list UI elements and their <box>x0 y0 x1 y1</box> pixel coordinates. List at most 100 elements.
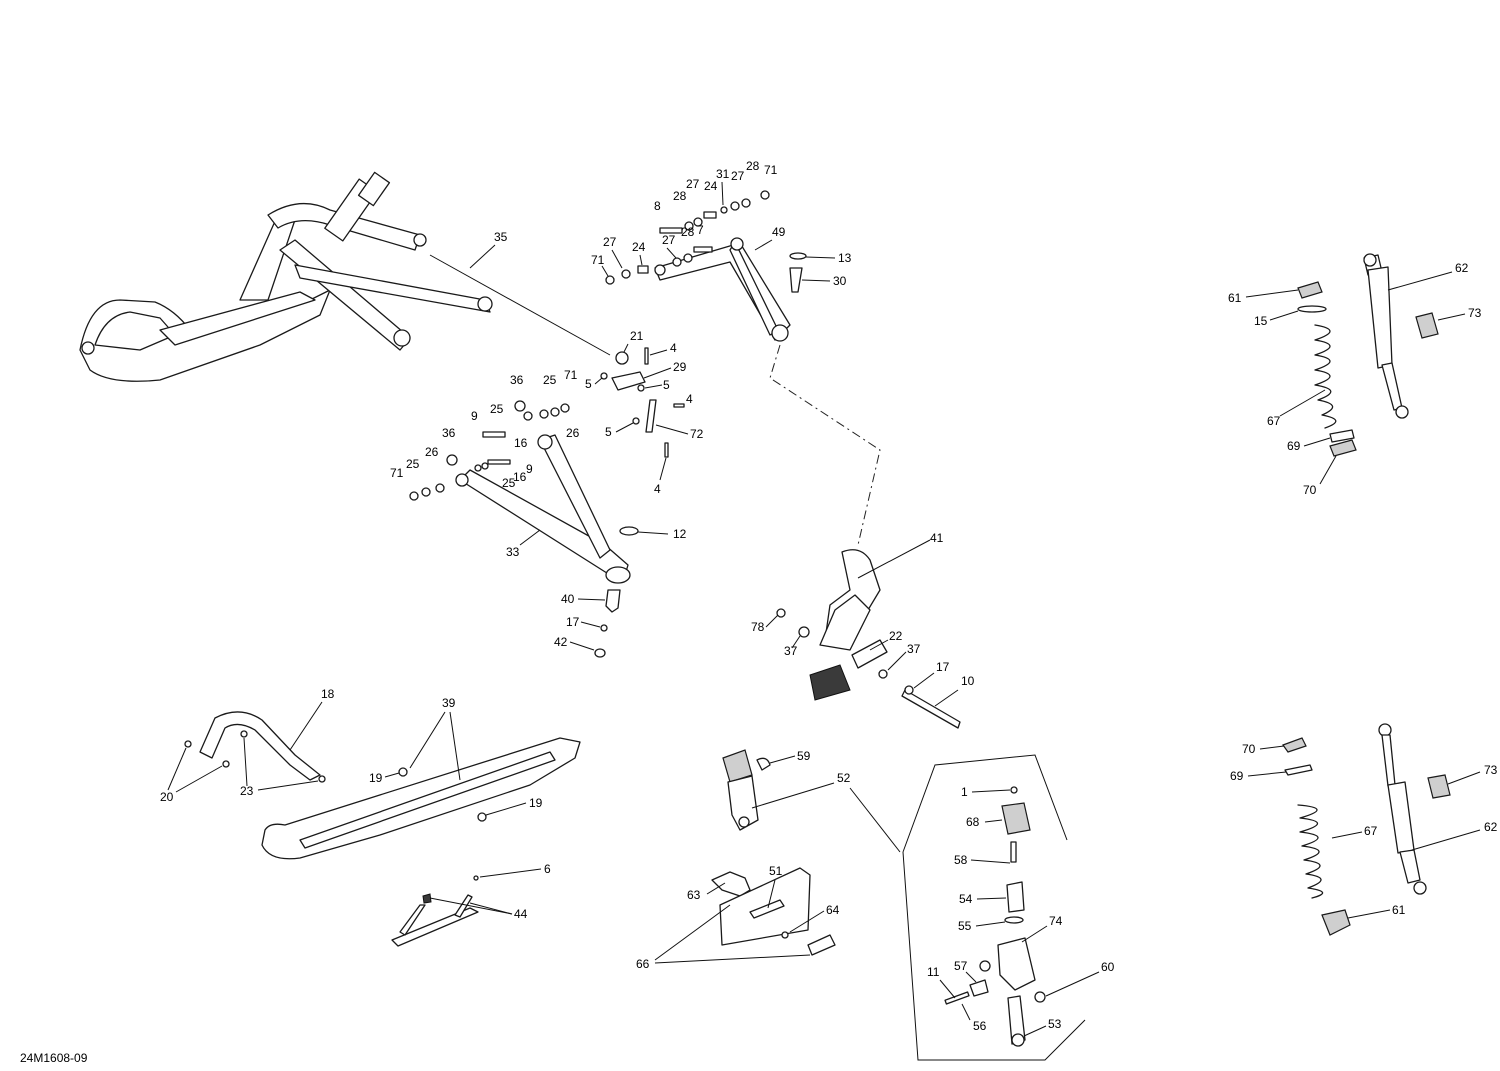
callout-36: 36 <box>442 426 456 440</box>
callout-7: 7 <box>697 223 704 237</box>
callout-5: 5 <box>585 377 592 391</box>
callout-41: 41 <box>930 531 944 545</box>
callout-25: 25 <box>543 373 557 387</box>
callout-24: 24 <box>632 240 646 254</box>
shock-assembly-upper <box>1297 253 1439 457</box>
callout-21: 21 <box>630 329 644 343</box>
callout-17: 17 <box>566 615 580 629</box>
callout-69: 69 <box>1230 769 1244 783</box>
document-id: 24M1608-09 <box>20 1051 88 1065</box>
callout-28: 28 <box>673 189 687 203</box>
upper-arm-hardware <box>605 190 770 285</box>
callout-19: 19 <box>529 796 543 810</box>
exploded-damper-stack <box>944 786 1046 1047</box>
callout-60: 60 <box>1101 960 1115 974</box>
callout-71: 71 <box>591 253 605 267</box>
callout-59: 59 <box>797 749 811 763</box>
callout-54: 54 <box>959 892 973 906</box>
callout-44: 44 <box>514 907 528 921</box>
callout-5: 5 <box>605 425 612 439</box>
callout-12: 12 <box>673 527 687 541</box>
callout-73: 73 <box>1468 306 1482 320</box>
callout-62: 62 <box>1484 820 1498 834</box>
callout-49: 49 <box>772 225 786 239</box>
callout-64: 64 <box>826 903 840 917</box>
callout-27: 27 <box>686 177 700 191</box>
callout-16: 16 <box>514 436 528 450</box>
callout-1: 1 <box>961 785 968 799</box>
callout-70: 70 <box>1242 742 1256 756</box>
callout-5: 5 <box>663 378 670 392</box>
callout-22: 22 <box>889 629 903 643</box>
callout-25: 25 <box>490 402 504 416</box>
callout-11: 11 <box>927 965 940 979</box>
callout-17: 17 <box>936 660 950 674</box>
callout-58: 58 <box>954 853 968 867</box>
callout-56: 56 <box>973 1019 987 1033</box>
upper-a-arm <box>654 237 791 342</box>
callout-8: 8 <box>654 199 661 213</box>
callout-19: 19 <box>369 771 383 785</box>
lower-arm-hardware <box>409 400 570 501</box>
callout-36: 36 <box>510 373 524 387</box>
callout-27: 27 <box>603 235 617 249</box>
callout-30: 30 <box>833 274 847 288</box>
callout-27: 27 <box>731 169 745 183</box>
callout-51: 51 <box>769 864 783 878</box>
callout-9: 9 <box>526 462 533 476</box>
sway-bar-links <box>600 347 685 458</box>
callout-67: 67 <box>1267 414 1281 428</box>
callout-24: 24 <box>704 179 718 193</box>
callout-71: 71 <box>390 466 404 480</box>
callout-71: 71 <box>764 163 778 177</box>
callout-78: 78 <box>751 620 765 634</box>
callout-6: 6 <box>544 862 551 876</box>
callout-35: 35 <box>494 230 508 244</box>
callout-61: 61 <box>1228 291 1242 305</box>
callout-16: 16 <box>513 470 527 484</box>
callout-42: 42 <box>554 635 568 649</box>
callout-15: 15 <box>1254 314 1268 328</box>
callout-20: 20 <box>160 790 174 804</box>
callout-63: 63 <box>687 888 701 902</box>
callout-55: 55 <box>958 919 972 933</box>
callout-29: 29 <box>673 360 687 374</box>
lower-a-arm <box>455 434 631 584</box>
damper-housing-and-plates <box>711 749 836 956</box>
callout-40: 40 <box>561 592 575 606</box>
callout-28: 28 <box>746 159 760 173</box>
spindle-assembly <box>776 549 961 729</box>
callout-53: 53 <box>1048 1017 1062 1031</box>
callout-71: 71 <box>564 368 578 382</box>
callout-26: 26 <box>425 445 439 459</box>
callout-66: 66 <box>636 957 650 971</box>
callout-4: 4 <box>654 482 661 496</box>
callout-57: 57 <box>954 959 968 973</box>
callout-37: 37 <box>784 644 798 658</box>
callout-26: 26 <box>566 426 580 440</box>
callout-23: 23 <box>240 784 254 798</box>
callout-67: 67 <box>1364 824 1378 838</box>
shock-assembly-lower <box>1282 723 1451 936</box>
callout-72: 72 <box>690 427 704 441</box>
callout-69: 69 <box>1287 439 1301 453</box>
callout-31: 31 <box>716 167 730 181</box>
callout-9: 9 <box>471 409 478 423</box>
callout-70: 70 <box>1303 483 1317 497</box>
callout-61: 61 <box>1392 903 1406 917</box>
callout-4: 4 <box>686 392 693 406</box>
callout-73: 73 <box>1484 763 1498 777</box>
callout-28: 28 <box>681 225 695 239</box>
callout-74: 74 <box>1049 914 1063 928</box>
callout-33: 33 <box>506 545 520 559</box>
callout-10: 10 <box>961 674 975 688</box>
callout-25: 25 <box>406 457 420 471</box>
callout-13: 13 <box>838 251 852 265</box>
callout-62: 62 <box>1455 261 1469 275</box>
callout-37: 37 <box>907 642 921 656</box>
callout-52: 52 <box>837 771 851 785</box>
callout-4: 4 <box>670 341 677 355</box>
callout-18: 18 <box>321 687 335 701</box>
